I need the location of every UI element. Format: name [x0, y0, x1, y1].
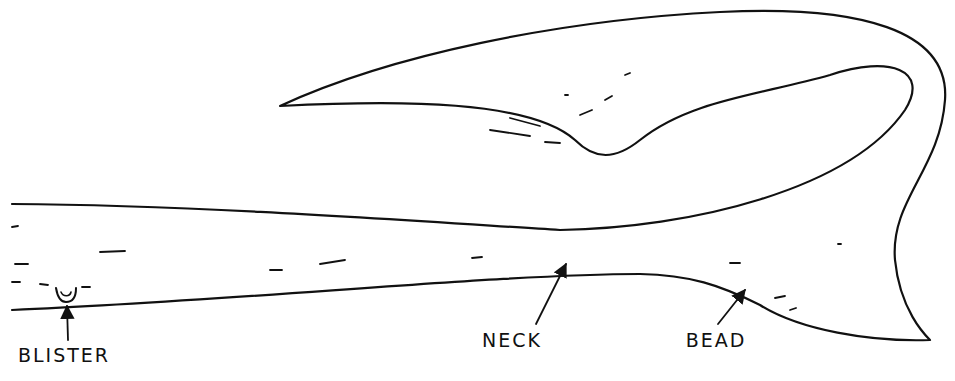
leader-arrow: [67, 264, 745, 340]
texture-dashes: [12, 73, 841, 310]
blister-mark: [56, 288, 76, 302]
blister-mark: [61, 292, 71, 296]
glass-outline: [12, 11, 945, 340]
part-label: BLISTER: [16, 345, 112, 366]
part-label: BEAD: [684, 330, 749, 351]
part-label: NECK: [480, 330, 544, 351]
